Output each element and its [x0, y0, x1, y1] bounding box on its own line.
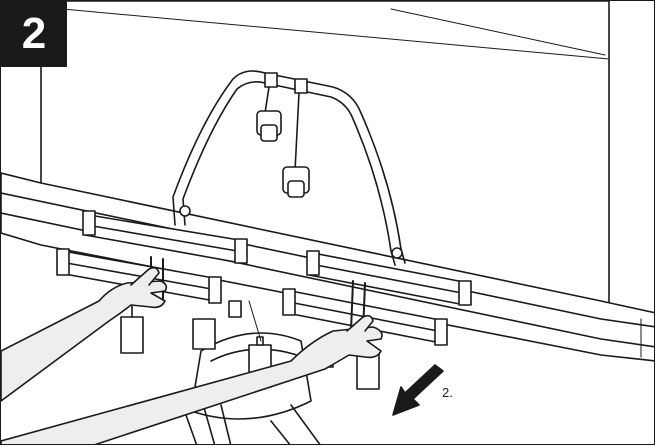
- wheel-rail-back-right: [306, 250, 472, 306]
- wheel-rail-back-left: [82, 210, 248, 264]
- pull-direction-arrow: [392, 364, 444, 416]
- wheel-rail-front-left: [56, 248, 222, 304]
- right-arm: [1, 314, 383, 444]
- left-arm: [1, 266, 168, 402]
- arrow-callout-label: 2.: [442, 385, 453, 400]
- frame-clamp-right: [282, 78, 310, 198]
- step-number-badge: 2: [1, 1, 67, 67]
- frame-clamp-left: [256, 72, 282, 142]
- step-number: 2: [21, 9, 47, 58]
